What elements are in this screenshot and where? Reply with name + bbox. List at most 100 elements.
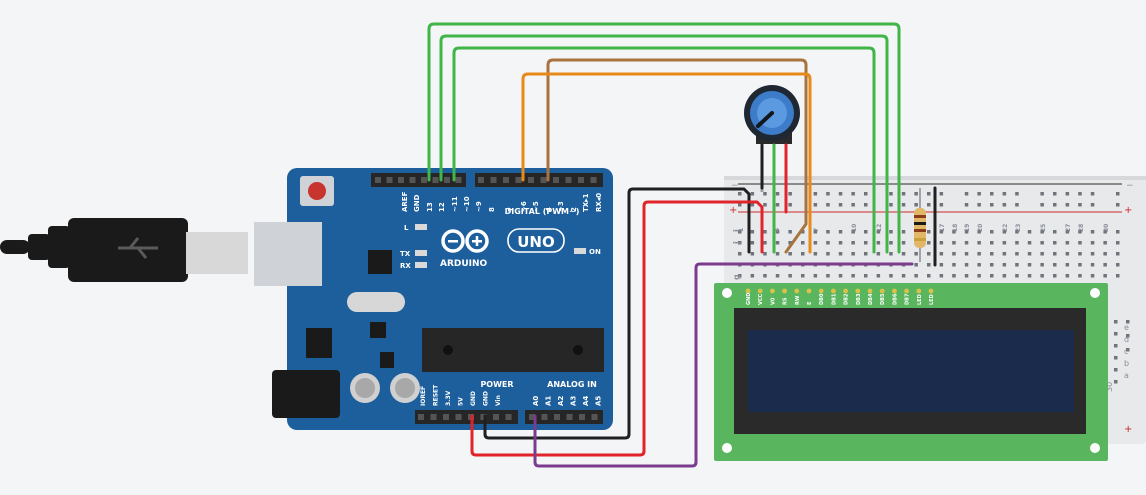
breadboard-rail-hole[interactable] xyxy=(990,192,994,196)
header-pin[interactable] xyxy=(430,414,437,420)
breadboard-hole[interactable] xyxy=(775,241,780,245)
breadboard-rail-hole[interactable] xyxy=(1116,192,1120,196)
breadboard-hole[interactable] xyxy=(1090,241,1095,245)
breadboard-hole[interactable] xyxy=(1103,274,1107,278)
breadboard-hole[interactable] xyxy=(801,252,805,256)
breadboard-hole[interactable] xyxy=(826,241,830,245)
breadboard-hole[interactable] xyxy=(1002,263,1007,267)
breadboard-rail-hole[interactable] xyxy=(927,192,931,196)
breadboard-rail-hole[interactable] xyxy=(889,203,893,207)
breadboard-hole[interactable] xyxy=(1078,230,1082,234)
breadboard-hole[interactable] xyxy=(763,230,767,234)
breadboard-rail-hole[interactable] xyxy=(750,203,755,207)
breadboard-hole[interactable] xyxy=(964,263,969,267)
breadboard-rail-hole[interactable] xyxy=(964,192,969,196)
breadboard-hole[interactable] xyxy=(813,274,818,278)
breadboard-hole[interactable] xyxy=(851,241,855,245)
breadboard-hole[interactable] xyxy=(1065,252,1070,256)
breadboard-hole[interactable] xyxy=(1103,263,1107,267)
header-pin[interactable] xyxy=(432,177,439,183)
breadboard-rail-hole[interactable] xyxy=(1078,203,1082,207)
breadboard-hole[interactable] xyxy=(952,263,956,267)
breadboard-hole[interactable] xyxy=(1103,241,1107,245)
breadboard-hole[interactable] xyxy=(1002,252,1007,256)
breadboard-hole[interactable] xyxy=(1053,241,1057,245)
breadboard-rail-hole[interactable] xyxy=(1078,192,1082,196)
breadboard-hole[interactable] xyxy=(990,263,994,267)
breadboard-rail-hole[interactable] xyxy=(738,203,742,207)
breadboard-rail-hole[interactable] xyxy=(750,192,755,196)
breadboard-rail-hole[interactable] xyxy=(864,192,868,196)
breadboard-hole[interactable] xyxy=(914,263,918,267)
header-pin[interactable] xyxy=(529,414,535,420)
breadboard-hole[interactable] xyxy=(750,241,755,245)
breadboard-rail-hole[interactable] xyxy=(901,192,906,196)
breadboard-hole[interactable] xyxy=(1002,241,1007,245)
breadboard-hole[interactable] xyxy=(927,274,931,278)
breadboard-hole[interactable] xyxy=(939,263,944,267)
breadboard-rail-hole[interactable] xyxy=(914,192,918,196)
breadboard-hole[interactable] xyxy=(750,274,755,278)
breadboard-hole[interactable] xyxy=(801,241,805,245)
breadboard-hole[interactable] xyxy=(864,241,868,245)
breadboard-hole[interactable] xyxy=(1114,380,1118,384)
breadboard-rail-hole[interactable] xyxy=(977,203,981,207)
breadboard-hole[interactable] xyxy=(1053,263,1057,267)
breadboard-rail-hole[interactable] xyxy=(1053,203,1057,207)
breadboard-rail-hole[interactable] xyxy=(914,203,918,207)
breadboard-hole[interactable] xyxy=(1040,252,1044,256)
breadboard-hole[interactable] xyxy=(813,230,818,234)
breadboard-rail-hole[interactable] xyxy=(838,203,843,207)
breadboard-hole[interactable] xyxy=(952,274,956,278)
breadboard-hole[interactable] xyxy=(813,252,818,256)
breadboard-hole[interactable] xyxy=(990,241,994,245)
lcd-pin[interactable] xyxy=(879,288,885,294)
breadboard-rail-hole[interactable] xyxy=(1040,203,1044,207)
header-pin[interactable] xyxy=(421,177,427,183)
breadboard-hole[interactable] xyxy=(1078,241,1082,245)
breadboard-rail-hole[interactable] xyxy=(826,203,830,207)
lcd-pin[interactable] xyxy=(843,288,848,294)
breadboard-hole[interactable] xyxy=(889,274,893,278)
breadboard-hole[interactable] xyxy=(1090,274,1095,278)
breadboard-hole[interactable] xyxy=(750,252,755,256)
breadboard-hole[interactable] xyxy=(1065,241,1070,245)
breadboard-hole[interactable] xyxy=(1090,230,1095,234)
breadboard-hole[interactable] xyxy=(1040,274,1044,278)
breadboard-hole[interactable] xyxy=(977,252,981,256)
breadboard-hole[interactable] xyxy=(763,274,767,278)
breadboard-rail-hole[interactable] xyxy=(763,192,767,196)
header-pin[interactable] xyxy=(591,414,598,420)
header-pin[interactable] xyxy=(590,177,597,183)
breadboard-hole[interactable] xyxy=(826,274,830,278)
breadboard-rail-hole[interactable] xyxy=(901,203,906,207)
breadboard-hole[interactable] xyxy=(851,230,855,234)
breadboard-rail-hole[interactable] xyxy=(1090,203,1095,207)
breadboard-hole[interactable] xyxy=(1027,252,1032,256)
header-pin[interactable] xyxy=(443,414,449,420)
breadboard-hole[interactable] xyxy=(901,241,906,245)
breadboard-rail-hole[interactable] xyxy=(927,203,931,207)
breadboard-rail-hole[interactable] xyxy=(1015,203,1019,207)
header-pin[interactable] xyxy=(444,177,450,183)
header-pin[interactable] xyxy=(386,177,393,183)
breadboard-hole[interactable] xyxy=(964,274,969,278)
breadboard-hole[interactable] xyxy=(738,274,742,278)
header-pin[interactable] xyxy=(515,177,522,183)
breadboard-hole[interactable] xyxy=(1114,368,1118,372)
breadboard-rail-hole[interactable] xyxy=(1090,192,1095,196)
header-pin[interactable] xyxy=(553,177,559,183)
breadboard-rail-hole[interactable] xyxy=(788,192,792,196)
breadboard-hole[interactable] xyxy=(889,252,893,256)
breadboard-rail-hole[interactable] xyxy=(889,192,893,196)
breadboard-hole[interactable] xyxy=(738,241,742,245)
lcd-pin[interactable] xyxy=(782,288,787,294)
header-pin[interactable] xyxy=(541,414,548,420)
breadboard-hole[interactable] xyxy=(801,274,805,278)
breadboard-hole[interactable] xyxy=(964,230,969,234)
breadboard-rail-hole[interactable] xyxy=(1002,203,1007,207)
breadboard-hole[interactable] xyxy=(1116,252,1120,256)
header-pin[interactable] xyxy=(409,177,416,183)
breadboard-hole[interactable] xyxy=(939,252,944,256)
